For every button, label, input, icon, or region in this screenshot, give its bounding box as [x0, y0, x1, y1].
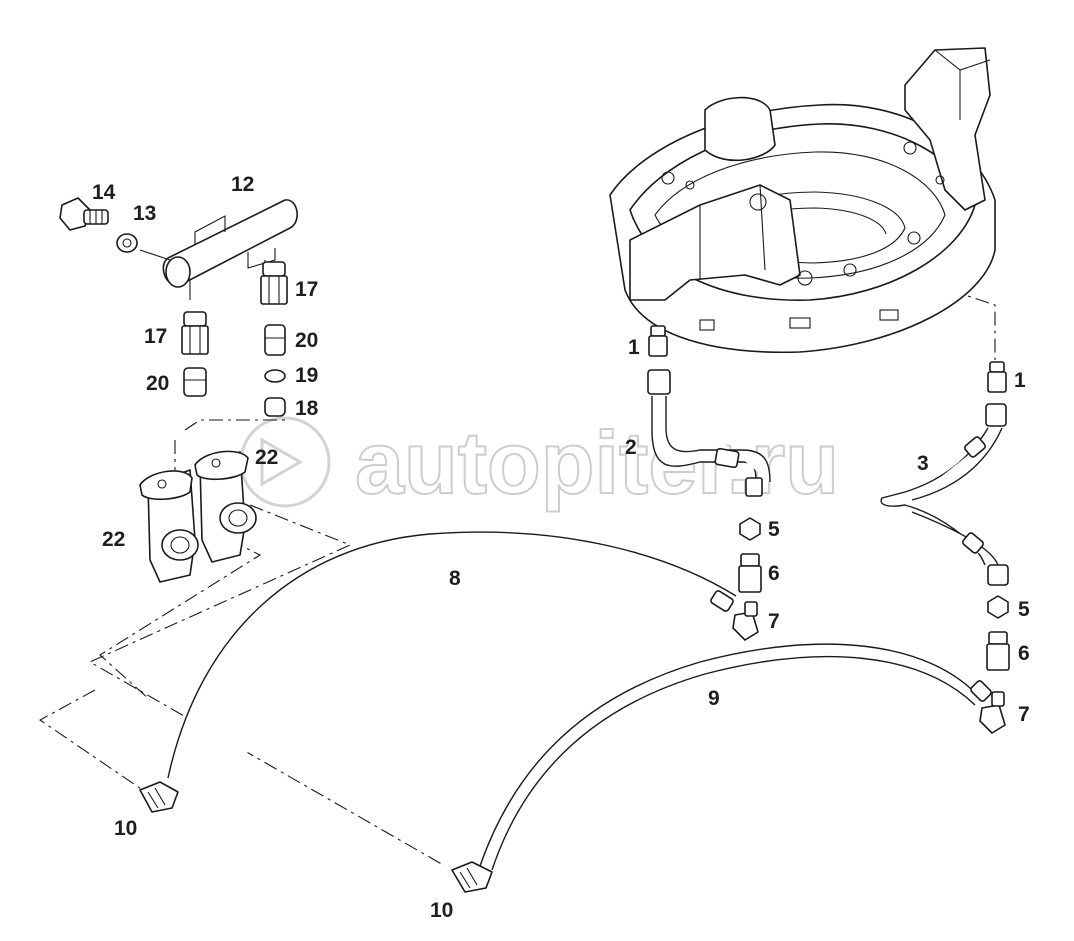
callout-3: 3	[917, 452, 929, 475]
callout-17-left: 17	[144, 325, 167, 348]
callout-5-right: 5	[1018, 598, 1030, 621]
callouts: 14 13 12 17 17 20 20 19 18 22 22 1 1 2 3…	[92, 173, 1030, 922]
callout-20-left: 20	[146, 372, 169, 395]
callout-6-left: 6	[768, 562, 780, 585]
callout-5-left: 5	[768, 518, 780, 541]
turntable-housing	[609, 47, 996, 354]
nut-5-left	[739, 517, 761, 541]
fitting-17-left	[181, 311, 209, 355]
callout-22-left: 22	[102, 528, 125, 551]
callout-9: 9	[708, 687, 720, 710]
manifold-tube	[139, 199, 298, 300]
elbow-7-left	[732, 601, 759, 641]
fitting-1-right	[987, 361, 1007, 393]
fitting-20-right	[264, 324, 286, 356]
elbow-10-left	[139, 781, 179, 813]
callout-19: 19	[295, 364, 318, 387]
adapter-6-left	[738, 553, 762, 593]
callout-8: 8	[449, 567, 461, 590]
callout-20-right: 20	[295, 329, 318, 352]
elbow-10-bottom	[451, 861, 493, 893]
elbow-7-right	[979, 691, 1006, 734]
callout-10-left: 10	[114, 817, 137, 840]
fitting-20-left	[183, 367, 207, 397]
hose-3	[880, 403, 1009, 586]
adapter-6-right	[986, 631, 1010, 671]
banjo-bolt	[59, 197, 109, 231]
callout-7-left: 7	[768, 610, 780, 633]
valve-22-back	[194, 450, 257, 563]
fitting-17-right	[260, 261, 288, 305]
callout-18: 18	[295, 397, 319, 420]
plug-18	[264, 397, 286, 417]
callout-1-left: 1	[628, 336, 640, 359]
fitting-1-left	[648, 325, 668, 357]
callout-7-right: 7	[1018, 703, 1030, 726]
callout-10-bottom: 10	[430, 899, 453, 922]
valve-22-front	[139, 469, 199, 583]
sealing-washer	[116, 233, 138, 253]
hose-8	[167, 531, 737, 779]
callout-2: 2	[625, 436, 637, 459]
callout-22-right: 22	[255, 446, 278, 469]
callout-14: 14	[92, 181, 116, 204]
hose-2	[647, 369, 771, 497]
nut-5-right	[987, 595, 1009, 619]
callout-12: 12	[231, 173, 254, 196]
callout-13: 13	[133, 202, 156, 225]
o-ring-19	[264, 369, 286, 383]
callout-6-right: 6	[1018, 642, 1030, 665]
hose-9	[479, 643, 992, 871]
callout-1-right: 1	[1014, 369, 1026, 392]
callout-17-right: 17	[295, 278, 318, 301]
leader-lines	[38, 289, 996, 867]
